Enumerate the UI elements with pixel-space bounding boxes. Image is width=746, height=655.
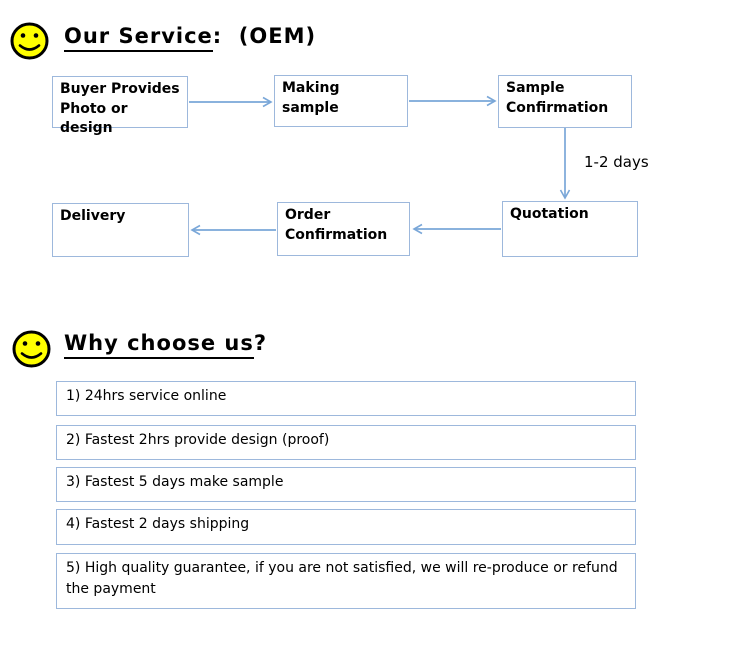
flow-box-making-sample: Making sample xyxy=(274,75,408,127)
flow-box-sample-confirmation: Sample Confirmation xyxy=(498,75,632,128)
why-item-5: 5) High quality guarantee, if you are no… xyxy=(56,553,636,609)
why-item-4: 4) Fastest 2 days shipping xyxy=(56,509,636,545)
flow-box-buyer-provides: Buyer Provides Photo or design xyxy=(52,76,188,136)
heading-our-service-text: Our Service xyxy=(64,24,213,52)
section-heading-why-choose-us: Why choose us? xyxy=(64,331,268,359)
why-item-2: 2) Fastest 2hrs provide design (proof) xyxy=(56,425,636,460)
heading-why-choose-us-text: Why choose us xyxy=(64,331,254,359)
flow-box-order-confirmation: Order Confirmation xyxy=(277,202,410,256)
why-item-3: 3) Fastest 5 days make sample xyxy=(56,467,636,502)
arrow-duration-label: 1-2 days xyxy=(584,153,649,171)
why-item-1: 1) 24hrs service online xyxy=(56,381,636,416)
smiley-face-icon xyxy=(12,330,51,368)
flow-box-delivery: Delivery xyxy=(52,203,189,257)
flow-box-quotation: Quotation xyxy=(502,201,638,257)
section-heading-our-service: Our Service: (OEM) xyxy=(64,24,317,52)
heading-our-service-suffix: : (OEM) xyxy=(212,24,317,48)
heading-why-choose-us-suffix: ? xyxy=(253,331,268,355)
smiley-face-icon xyxy=(10,22,49,60)
